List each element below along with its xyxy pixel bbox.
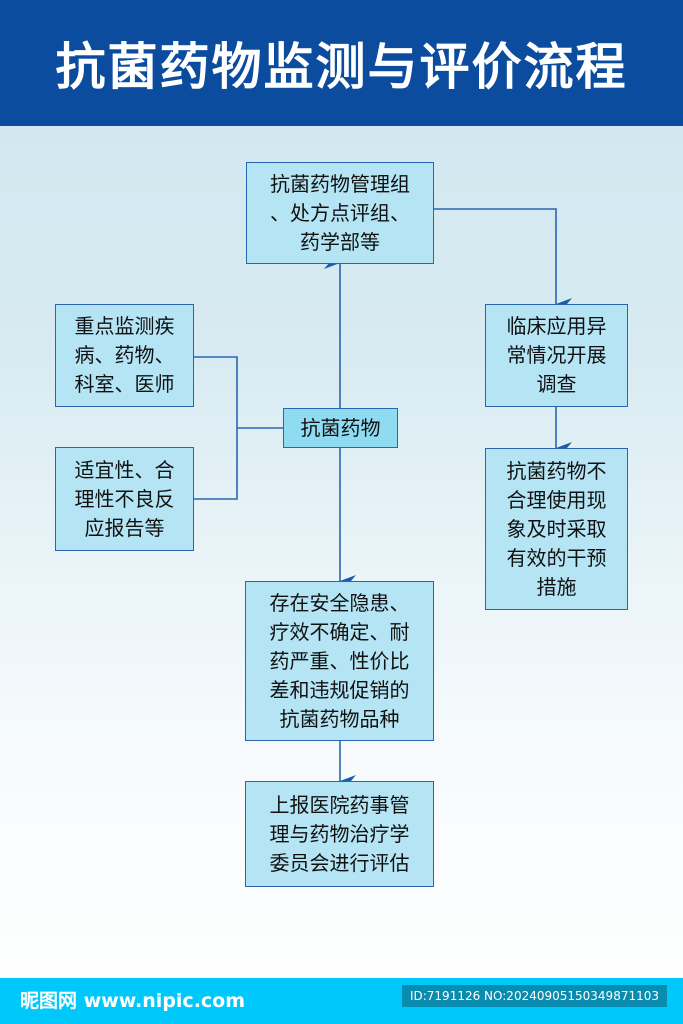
node-text: 、处方点评组、 [270, 200, 410, 225]
node-text: 抗菌药物品种 [279, 706, 400, 731]
node-management-groups: 抗菌药物管理组、处方点评组、药学部等 [246, 162, 434, 264]
node-text: 疗效不确定、耐 [269, 619, 410, 644]
node-suitability: 适宜性、合理性不良反应报告等 [55, 447, 194, 551]
node-text: 有效的干预 [506, 545, 607, 570]
arrow-mgmt-to-clinical [433, 208, 572, 310]
watermark-logo: 昵图网 www.nipic.com [20, 990, 246, 1012]
bracket-left [193, 356, 283, 500]
node-text: 合理使用现 [506, 487, 607, 512]
node-focus-monitoring: 重点监测疾病、药物、科室、医师 [55, 304, 194, 407]
header: 抗菌药物监测与评价流程 [0, 0, 683, 126]
node-text: 差和违规促销的 [269, 677, 410, 702]
node-text: 理性不良反 [74, 486, 175, 511]
node-text: 存在安全隐患、 [269, 590, 410, 615]
node-text: 临床应用异 [506, 314, 607, 338]
node-text: 适宜性、合 [74, 457, 175, 482]
node-intervention: 抗菌药物不合理使用现象及时采取有效的干预措施 [485, 448, 628, 610]
node-antibiotics: 抗菌药物 [283, 408, 398, 448]
node-text: 药学部等 [300, 229, 380, 254]
node-text: 病、药物、 [74, 343, 175, 367]
watermark-bar: 昵图网 www.nipic.com ID:7191126 NO:20240905… [0, 978, 683, 1024]
page-title: 抗菌药物监测与评价流程 [55, 38, 628, 96]
node-text: 抗菌药物不 [506, 458, 607, 483]
node-text: 抗菌药物管理组 [270, 171, 410, 196]
node-text: 抗菌药物 [300, 415, 381, 440]
node-text: 调查 [536, 372, 577, 396]
node-clinical-investigation: 临床应用异常情况开展调查 [485, 304, 628, 407]
node-text: 委员会进行评估 [269, 850, 410, 875]
node-text: 上报医院药事管 [269, 792, 410, 817]
node-risk-varieties: 存在安全隐患、疗效不确定、耐药严重、性价比差和违规促销的抗菌药物品种 [245, 581, 434, 741]
node-text: 重点监测疾 [74, 314, 175, 338]
node-text: 常情况开展 [506, 343, 607, 367]
image-id-tag: ID:7191126 NO:20240905150349871103 [401, 985, 667, 1007]
node-text: 象及时采取 [506, 516, 607, 541]
node-text: 理与药物治疗学 [269, 821, 410, 846]
node-text: 应报告等 [84, 515, 165, 540]
node-text: 药严重、性价比 [269, 648, 410, 673]
node-report-committee: 上报医院药事管理与药物治疗学委员会进行评估 [245, 781, 434, 887]
node-text: 科室、医师 [74, 372, 175, 396]
node-text: 措施 [536, 574, 577, 599]
